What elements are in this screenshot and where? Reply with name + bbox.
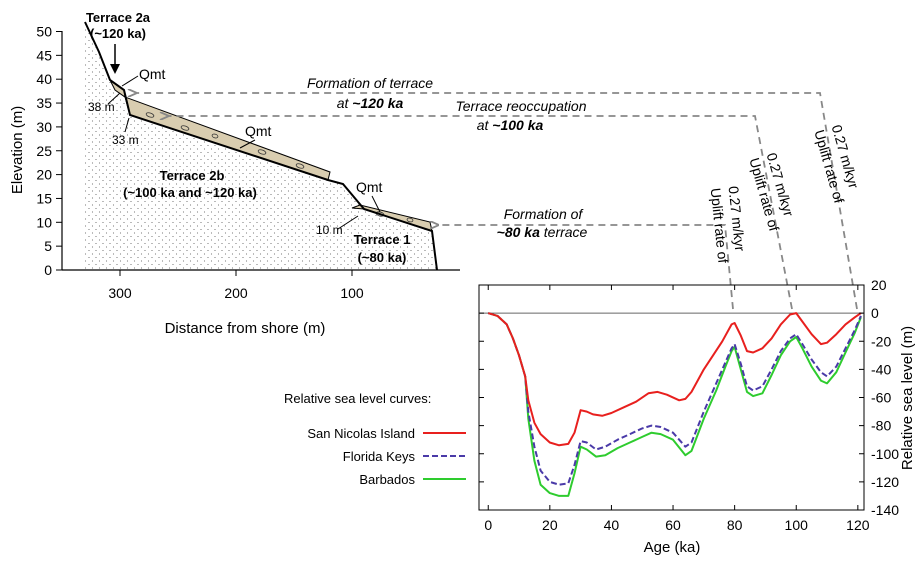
legend: Relative sea level curves: San Nicolas I… <box>284 391 466 487</box>
profile-x-tick-label: 200 <box>224 285 248 301</box>
terrace-2b-label: Terrace 2b <box>160 168 225 183</box>
series-line-san-nicolas-island <box>487 312 862 447</box>
chart-x-tick-label: 100 <box>785 517 809 533</box>
terrace-1-age: (~80 ka) <box>358 250 407 265</box>
chart-y-tick-label: -120 <box>871 474 899 490</box>
annotation-formation-80: Formation of <box>504 206 585 222</box>
profile-y-tick-label: 5 <box>44 238 52 254</box>
profile-y-tick-label: 15 <box>36 190 52 206</box>
profile-x-axis-label: Distance from shore (m) <box>165 320 326 337</box>
profile-x-tick-label: 300 <box>108 285 132 301</box>
ground-profile <box>84 21 438 271</box>
uplift-label-80: Uplift rate of <box>708 187 732 264</box>
chart-x-tick-label: 20 <box>542 517 558 533</box>
connector-100ka <box>168 116 793 310</box>
terrace-2a-arrowhead <box>110 64 120 74</box>
chart-x-tick-label: 40 <box>604 517 620 533</box>
sea-level-chart: 0 20 40 60 80 100 120 20 0 -20 -40 -60 -80 -100 -120 -1… <box>478 277 916 556</box>
qmt-label: Qmt <box>245 123 272 139</box>
elevation-10m-label: 10 m <box>316 223 343 237</box>
annotation-reoccupation: Terrace reoccupation <box>455 98 586 114</box>
profile-y-tick-label: 35 <box>36 95 52 111</box>
terrace-2a-age: (~120 ka) <box>90 26 146 41</box>
chart-y-axis-label: Relative sea level (m) <box>899 326 916 470</box>
annotation-formation-120: Formation of terrace <box>307 75 433 91</box>
legend-title: Relative sea level curves: <box>284 391 431 406</box>
annotation-formation-80-age: ~80 ka terrace <box>497 224 588 240</box>
chart-axes: 0 20 40 60 80 100 120 20 0 -20 -40 -60 -80 -100 -120 -1… <box>479 277 899 533</box>
connector-arrows <box>136 93 858 310</box>
qmt-label: Qmt <box>139 66 166 82</box>
chart-y-tick-label: -40 <box>871 361 891 377</box>
legend-label-san-nicolas: San Nicolas Island <box>307 426 415 441</box>
series-line-florida-keys <box>487 312 862 486</box>
terrace-2a-label: Terrace 2a <box>86 10 151 25</box>
profile-y-tick-label: 45 <box>36 47 52 63</box>
profile-y-tick-label: 25 <box>36 143 52 159</box>
profile-x-tick-label: 100 <box>340 285 364 301</box>
chart-y-tick-label: -20 <box>871 333 891 349</box>
legend-label-florida-keys: Florida Keys <box>343 449 416 464</box>
chart-x-tick-label: 120 <box>846 517 870 533</box>
chart-y-tick-label: -80 <box>871 418 891 434</box>
series-line-barbados <box>487 312 862 497</box>
profile-y-tick-label: 40 <box>36 71 52 87</box>
elevation-33m-label: 33 m <box>112 133 139 147</box>
profile-y-tick-label: 20 <box>36 167 52 183</box>
terrace-2b-age: (~100 ka and ~120 ka) <box>123 185 257 200</box>
connector-80ka <box>438 225 734 310</box>
chart-x-axis-label: Age (ka) <box>644 539 701 556</box>
annotation-reoccupation-age: at ~100 ka <box>477 117 544 133</box>
chart-x-tick-label: 0 <box>484 517 492 533</box>
chart-x-tick-label: 80 <box>727 517 743 533</box>
chart-y-tick-label: -140 <box>871 502 899 518</box>
annotation-formation-120-age: at ~120 ka <box>337 95 404 111</box>
qmt-label: Qmt <box>356 179 383 195</box>
bedrock-fill <box>85 22 437 270</box>
profile-y-tick-label: 50 <box>36 24 52 40</box>
profile-y-tick-label: 0 <box>44 262 52 278</box>
profile-x-ticks: 300 200 100 <box>108 270 364 301</box>
legend-label-barbados: Barbados <box>359 472 415 487</box>
terrace-1-label: Terrace 1 <box>354 232 411 247</box>
chart-x-tick-label: 60 <box>665 517 681 533</box>
profile-y-axis-label: Elevation (m) <box>9 106 26 194</box>
chart-y-tick-label: 0 <box>871 305 879 321</box>
chart-y-tick-label: -100 <box>871 446 899 462</box>
profile-y-tick-label: 30 <box>36 119 52 135</box>
chart-series <box>487 312 862 497</box>
chart-y-tick-label: 20 <box>871 277 887 293</box>
profile-y-tick-label: 10 <box>36 214 52 230</box>
uplift-value-80: 0.27 m/kyr <box>726 185 749 252</box>
connector-120ka <box>136 93 858 310</box>
chart-y-tick-label: -60 <box>871 390 891 406</box>
